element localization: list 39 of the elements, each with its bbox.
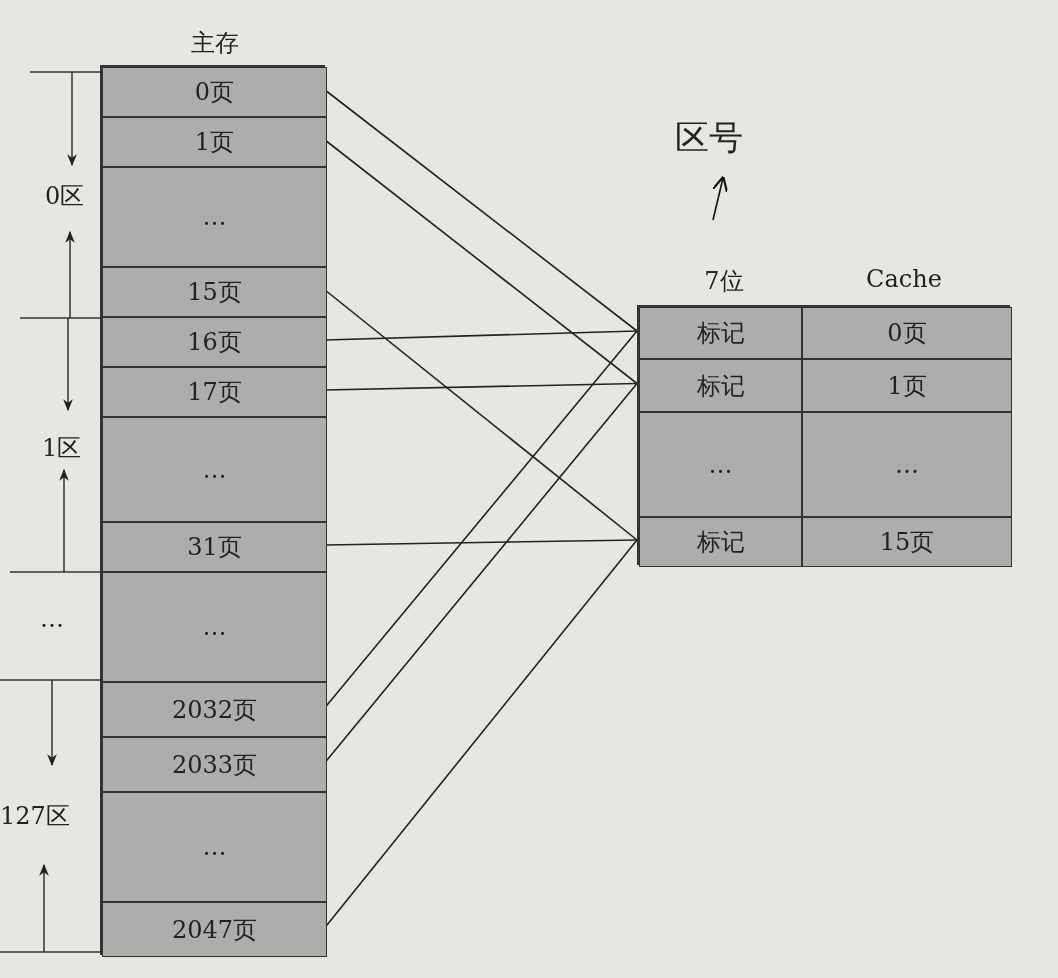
cache-cell: 标记 (639, 307, 802, 359)
cache-cell: 0页 (802, 307, 1012, 359)
zone-label: … (40, 605, 64, 633)
handwritten-arrow (711, 175, 729, 221)
memory-page-cell: … (102, 792, 327, 902)
memory-page-cell: 15页 (102, 267, 327, 317)
mapping-line (324, 382, 638, 764)
cache-cell: 标记 (639, 517, 802, 567)
zone-label: 0区 (45, 181, 85, 212)
memory-page-cell: … (102, 167, 327, 267)
memory-page-cell: 2032页 (102, 682, 327, 737)
zone-label: 1区 (42, 433, 82, 464)
memory-page-cell: … (102, 572, 327, 682)
column-heading: 7位 (703, 266, 745, 297)
mapping-line (324, 289, 638, 541)
memory-page-cell: 1页 (102, 117, 327, 167)
cache-cell: 1页 (802, 359, 1012, 412)
cache-cell: 标记 (639, 359, 802, 412)
zone-label: 127区 (0, 801, 70, 832)
memory-page-cell: 31页 (102, 522, 327, 572)
handwritten-note: 区号 (675, 115, 743, 161)
mapping-line (324, 139, 638, 385)
mapping-line (324, 539, 638, 929)
memory-page-cell: … (102, 417, 327, 522)
memory-page-cell: 2033页 (102, 737, 327, 792)
mapping-line (324, 330, 638, 709)
memory-page-cell: 16页 (102, 317, 327, 367)
mapping-line (324, 382, 638, 391)
cache-cell: … (639, 412, 802, 517)
memory-page-cell: 2047页 (102, 902, 327, 957)
column-heading: Cache (865, 265, 943, 293)
column-heading: 主存 (189, 28, 240, 59)
cache-cell: … (802, 412, 1012, 517)
mapping-line (324, 539, 638, 546)
cache-cell: 15页 (802, 517, 1012, 567)
memory-page-cell: 0页 (102, 67, 327, 117)
memory-page-cell: 17页 (102, 367, 327, 417)
mapping-line (324, 89, 638, 332)
mapping-line (324, 330, 638, 341)
